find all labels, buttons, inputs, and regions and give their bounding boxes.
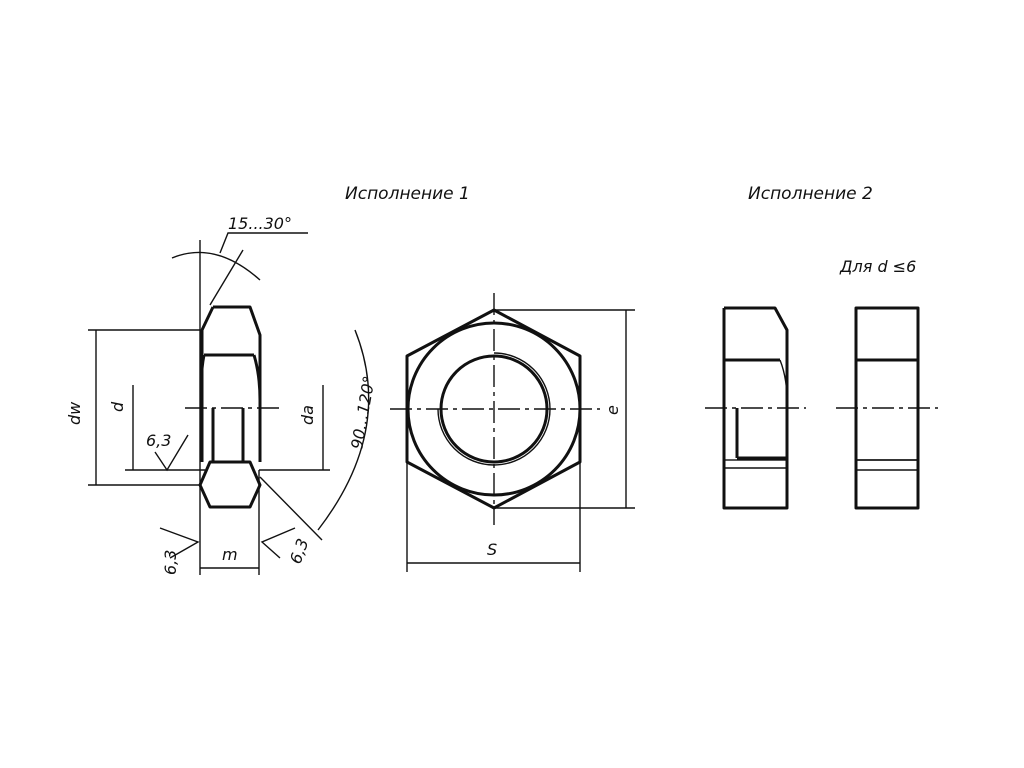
roughness-label-d: 6,3 [146,431,171,450]
roughness-label-right: 6,3 [286,536,313,566]
side-view-small-d [836,306,938,510]
chamfer-angle-label: 15...30° [228,214,292,233]
title-variant-1: Исполнение 1 [345,184,470,204]
s-label: S [487,540,497,559]
side-view-variant-1: 15...30° dw d da 6,3 6,3 6,3 m 90...120° [65,214,379,575]
d-label: d [108,401,127,412]
bearing-angle-label: 90...120° [347,374,379,450]
e-label: e [603,405,622,415]
roughness-label-left: 6,3 [161,550,180,575]
title-variant-2: Исполнение 2 [748,184,873,204]
da-label: da [298,405,317,425]
side-view-variant-2 [705,306,806,510]
note-small-d: Для d ≤6 [839,257,916,276]
front-view-hexagon: e S [390,293,635,572]
dw-label: dw [65,401,84,425]
m-label: m [222,545,238,564]
